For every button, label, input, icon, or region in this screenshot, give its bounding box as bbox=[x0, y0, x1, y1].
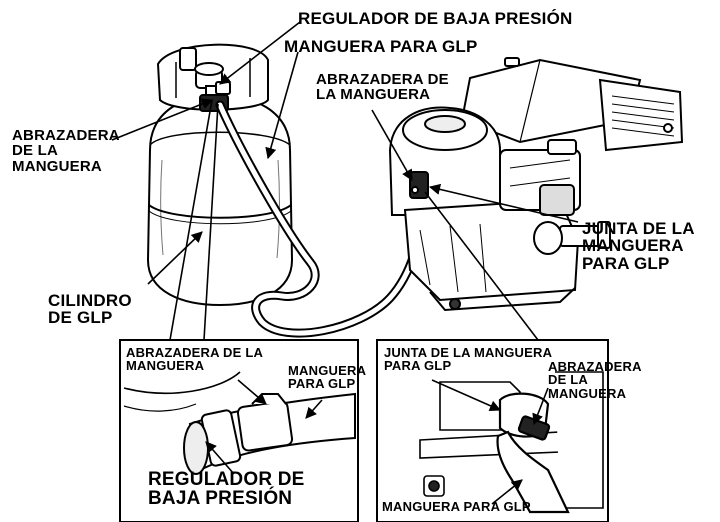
label-hose-top: MANGUERA PARA GLP bbox=[284, 37, 478, 56]
label-cylinder: CILINDRO DE GLP bbox=[48, 291, 132, 328]
inset-right-label-clamp: ABRAZADERA DE LA MANGUERA bbox=[548, 359, 642, 401]
label-regulator-top: REGULADOR DE BAJA PRESIÓN bbox=[298, 9, 573, 28]
inset-left-label-regulator: REGULADOR DE BAJA PRESIÓN bbox=[148, 469, 305, 510]
inset-left-label-hose: MANGUERA PARA GLP bbox=[288, 363, 367, 392]
inset-right-frame bbox=[376, 339, 609, 522]
inset-left-frame bbox=[119, 339, 359, 522]
engine bbox=[388, 57, 684, 312]
inset-right-label-joint: JUNTA DE LA MANGUERA PARA GLP bbox=[384, 345, 553, 374]
label-engine-clamp: ABRAZADERA DE LA MANGUERA bbox=[316, 71, 449, 104]
label-left-clamp: ABRAZADERA DE LA MANGUERA bbox=[12, 127, 120, 175]
inset-right-label-hose: MANGUERA PARA GLP bbox=[382, 499, 531, 514]
label-hose-joint: JUNTA DE LA MANGUERA PARA GLP bbox=[582, 219, 695, 273]
inset-left-label-clamp: ABRAZADERA DE LA MANGUERA bbox=[126, 345, 264, 374]
